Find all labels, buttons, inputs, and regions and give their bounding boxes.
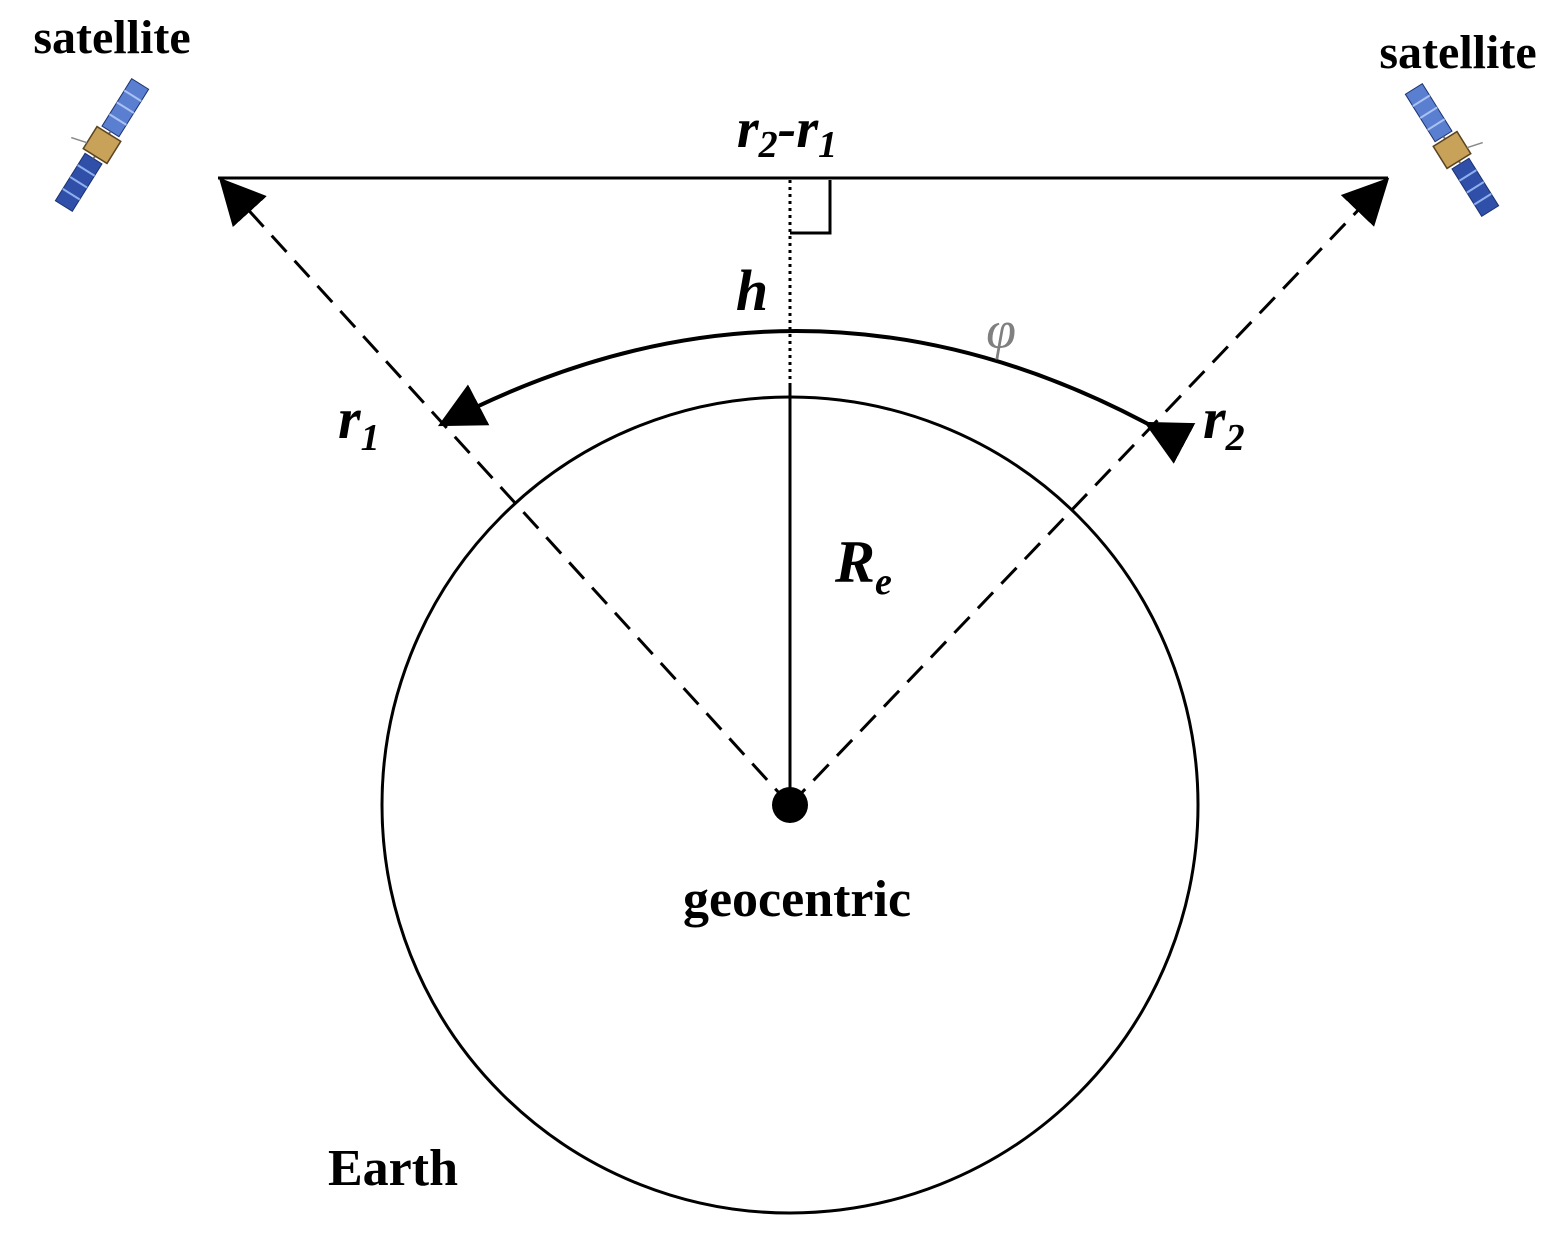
r1-label-main: r (338, 386, 361, 451)
radius-label-main: R (834, 529, 875, 595)
r2-label-sub: 2 (1225, 417, 1245, 459)
r1-label: r1 (338, 386, 380, 459)
earth-label: Earth (328, 1140, 458, 1197)
r1-label-sub: 1 (361, 417, 380, 459)
angle-label: φ (986, 300, 1016, 360)
r2-label: r2 (1203, 386, 1245, 459)
vector-r2 (788, 177, 1390, 807)
satellite-icon (1404, 82, 1500, 218)
right-angle-marker (790, 180, 832, 235)
baseline-label-b: r (796, 98, 819, 160)
satellite-icon (54, 77, 150, 213)
angle-arc (437, 329, 1196, 464)
baseline-label-sep: - (778, 98, 797, 160)
geocenter-dot (772, 787, 808, 823)
baseline-label-b-sub: 1 (818, 124, 837, 166)
baseline-label-a-sub: 2 (758, 124, 778, 166)
geocenter-label: geocentric (683, 871, 911, 928)
radius-label: Re (834, 529, 892, 603)
radius-label-sub: e (875, 561, 892, 603)
height-label: h (736, 258, 768, 323)
r2-label-main: r (1203, 386, 1226, 451)
baseline-label-a: r (737, 98, 760, 160)
satellite-right-label: satellite (1379, 26, 1536, 79)
satellite-left-label: satellite (33, 11, 190, 64)
baseline-label: r2-r1 (737, 98, 837, 166)
vector-r1 (218, 177, 792, 807)
